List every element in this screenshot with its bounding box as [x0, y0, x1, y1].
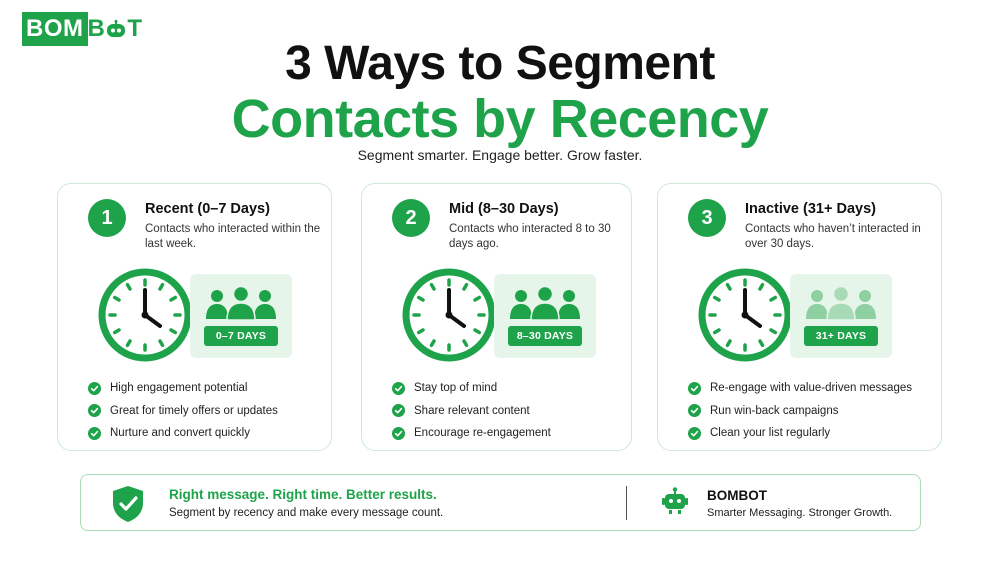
benefit-text: Share relevant content: [414, 404, 530, 417]
audience-visual: 31+ DAYS: [790, 274, 892, 358]
audience-visual: 0–7 DAYS: [190, 274, 292, 358]
step-number-badge: 1: [88, 199, 126, 237]
days-badge: 31+ DAYS: [804, 326, 878, 346]
footer-subline: Segment by recency and make every messag…: [169, 507, 444, 519]
bombot-logo: BOM B T: [22, 12, 143, 46]
card-title: Mid (8–30 Days): [449, 201, 559, 217]
benefit-text: Encourage re-engagement: [414, 427, 551, 440]
days-badge: 8–30 DAYS: [508, 326, 582, 346]
segment-card-recent: 1 Recent (0–7 Days) Contacts who interacte…: [57, 183, 332, 451]
people-group-icon: [510, 286, 580, 320]
benefit-item: Great for timely offers or updates: [88, 400, 278, 423]
logo-boxed-text: BOM: [22, 12, 88, 46]
footer-brand: BOMBOT: [707, 488, 767, 503]
footer-tagline: Smarter Messaging. Stronger Growth.: [707, 507, 893, 519]
footer-banner: Right message. Right time. Better result…: [80, 474, 921, 531]
card-description: Contacts who haven’t interacted in over …: [745, 223, 921, 250]
clock-icon: [698, 268, 792, 362]
clock-icon: [98, 268, 192, 362]
step-number-badge: 2: [392, 199, 430, 237]
benefit-text: Nurture and convert quickly: [110, 427, 250, 440]
check-circle-icon: [88, 381, 101, 395]
page-title-line2: Contacts by Recency: [231, 89, 769, 149]
benefit-item: Clean your list regularly: [688, 422, 912, 445]
step-number-badge: 3: [688, 199, 726, 237]
benefit-text: Stay top of mind: [414, 382, 498, 395]
check-circle-icon: [88, 426, 101, 440]
check-circle-icon: [688, 381, 701, 395]
audience-visual: 8–30 DAYS: [494, 274, 596, 358]
check-circle-icon: [688, 404, 701, 418]
benefit-item: High engagement potential: [88, 377, 278, 400]
robot-o-icon: [107, 20, 126, 37]
people-group-icon: [806, 286, 876, 320]
shield-check-icon: [113, 486, 143, 522]
robot-icon: [662, 487, 688, 514]
logo-letter-t: T: [127, 15, 143, 42]
card-description: Contacts who interacted 8 to 30 days ago…: [449, 223, 611, 250]
page-title-line1: 3 Ways to Segment: [285, 37, 715, 90]
card-description: Contacts who interacted within the last …: [145, 223, 321, 250]
benefit-item: Nurture and convert quickly: [88, 422, 278, 445]
clock-icon: [402, 268, 496, 362]
logo-rest-text: B T: [88, 14, 143, 44]
benefit-text: Clean your list regularly: [710, 427, 831, 440]
benefit-text: Run win-back campaigns: [710, 404, 839, 417]
benefit-item: Re-engage with value-driven messages: [688, 377, 912, 400]
benefit-text: High engagement potential: [110, 382, 248, 395]
check-circle-icon: [88, 404, 101, 418]
page-subtitle: Segment smarter. Engage better. Grow fas…: [357, 147, 643, 163]
benefit-text: Great for timely offers or updates: [110, 404, 278, 417]
benefit-text: Re-engage with value-driven messages: [710, 382, 912, 395]
footer-headline: Right message. Right time. Better result…: [169, 487, 437, 502]
check-circle-icon: [688, 426, 701, 440]
card-title: Inactive (31+ Days): [745, 201, 876, 217]
check-circle-icon: [392, 426, 405, 440]
people-group-icon: [206, 286, 276, 320]
check-circle-icon: [392, 381, 405, 395]
segment-card-inactive: 3 Inactive (31+ Days) Contacts who haven’t…: [657, 183, 942, 451]
benefit-item: Share relevant content: [392, 400, 551, 423]
benefit-item: Encourage re-engagement: [392, 422, 551, 445]
days-badge: 0–7 DAYS: [204, 326, 278, 346]
benefit-item: Run win-back campaigns: [688, 400, 912, 423]
logo-letter-b: B: [87, 15, 106, 42]
benefit-item: Stay top of mind: [392, 377, 551, 400]
card-title: Recent (0–7 Days): [145, 201, 270, 217]
check-circle-icon: [392, 404, 405, 418]
segment-card-mid: 2 Mid (8–30 Days) Contacts who interacted …: [361, 183, 632, 451]
footer-divider: [626, 486, 627, 520]
